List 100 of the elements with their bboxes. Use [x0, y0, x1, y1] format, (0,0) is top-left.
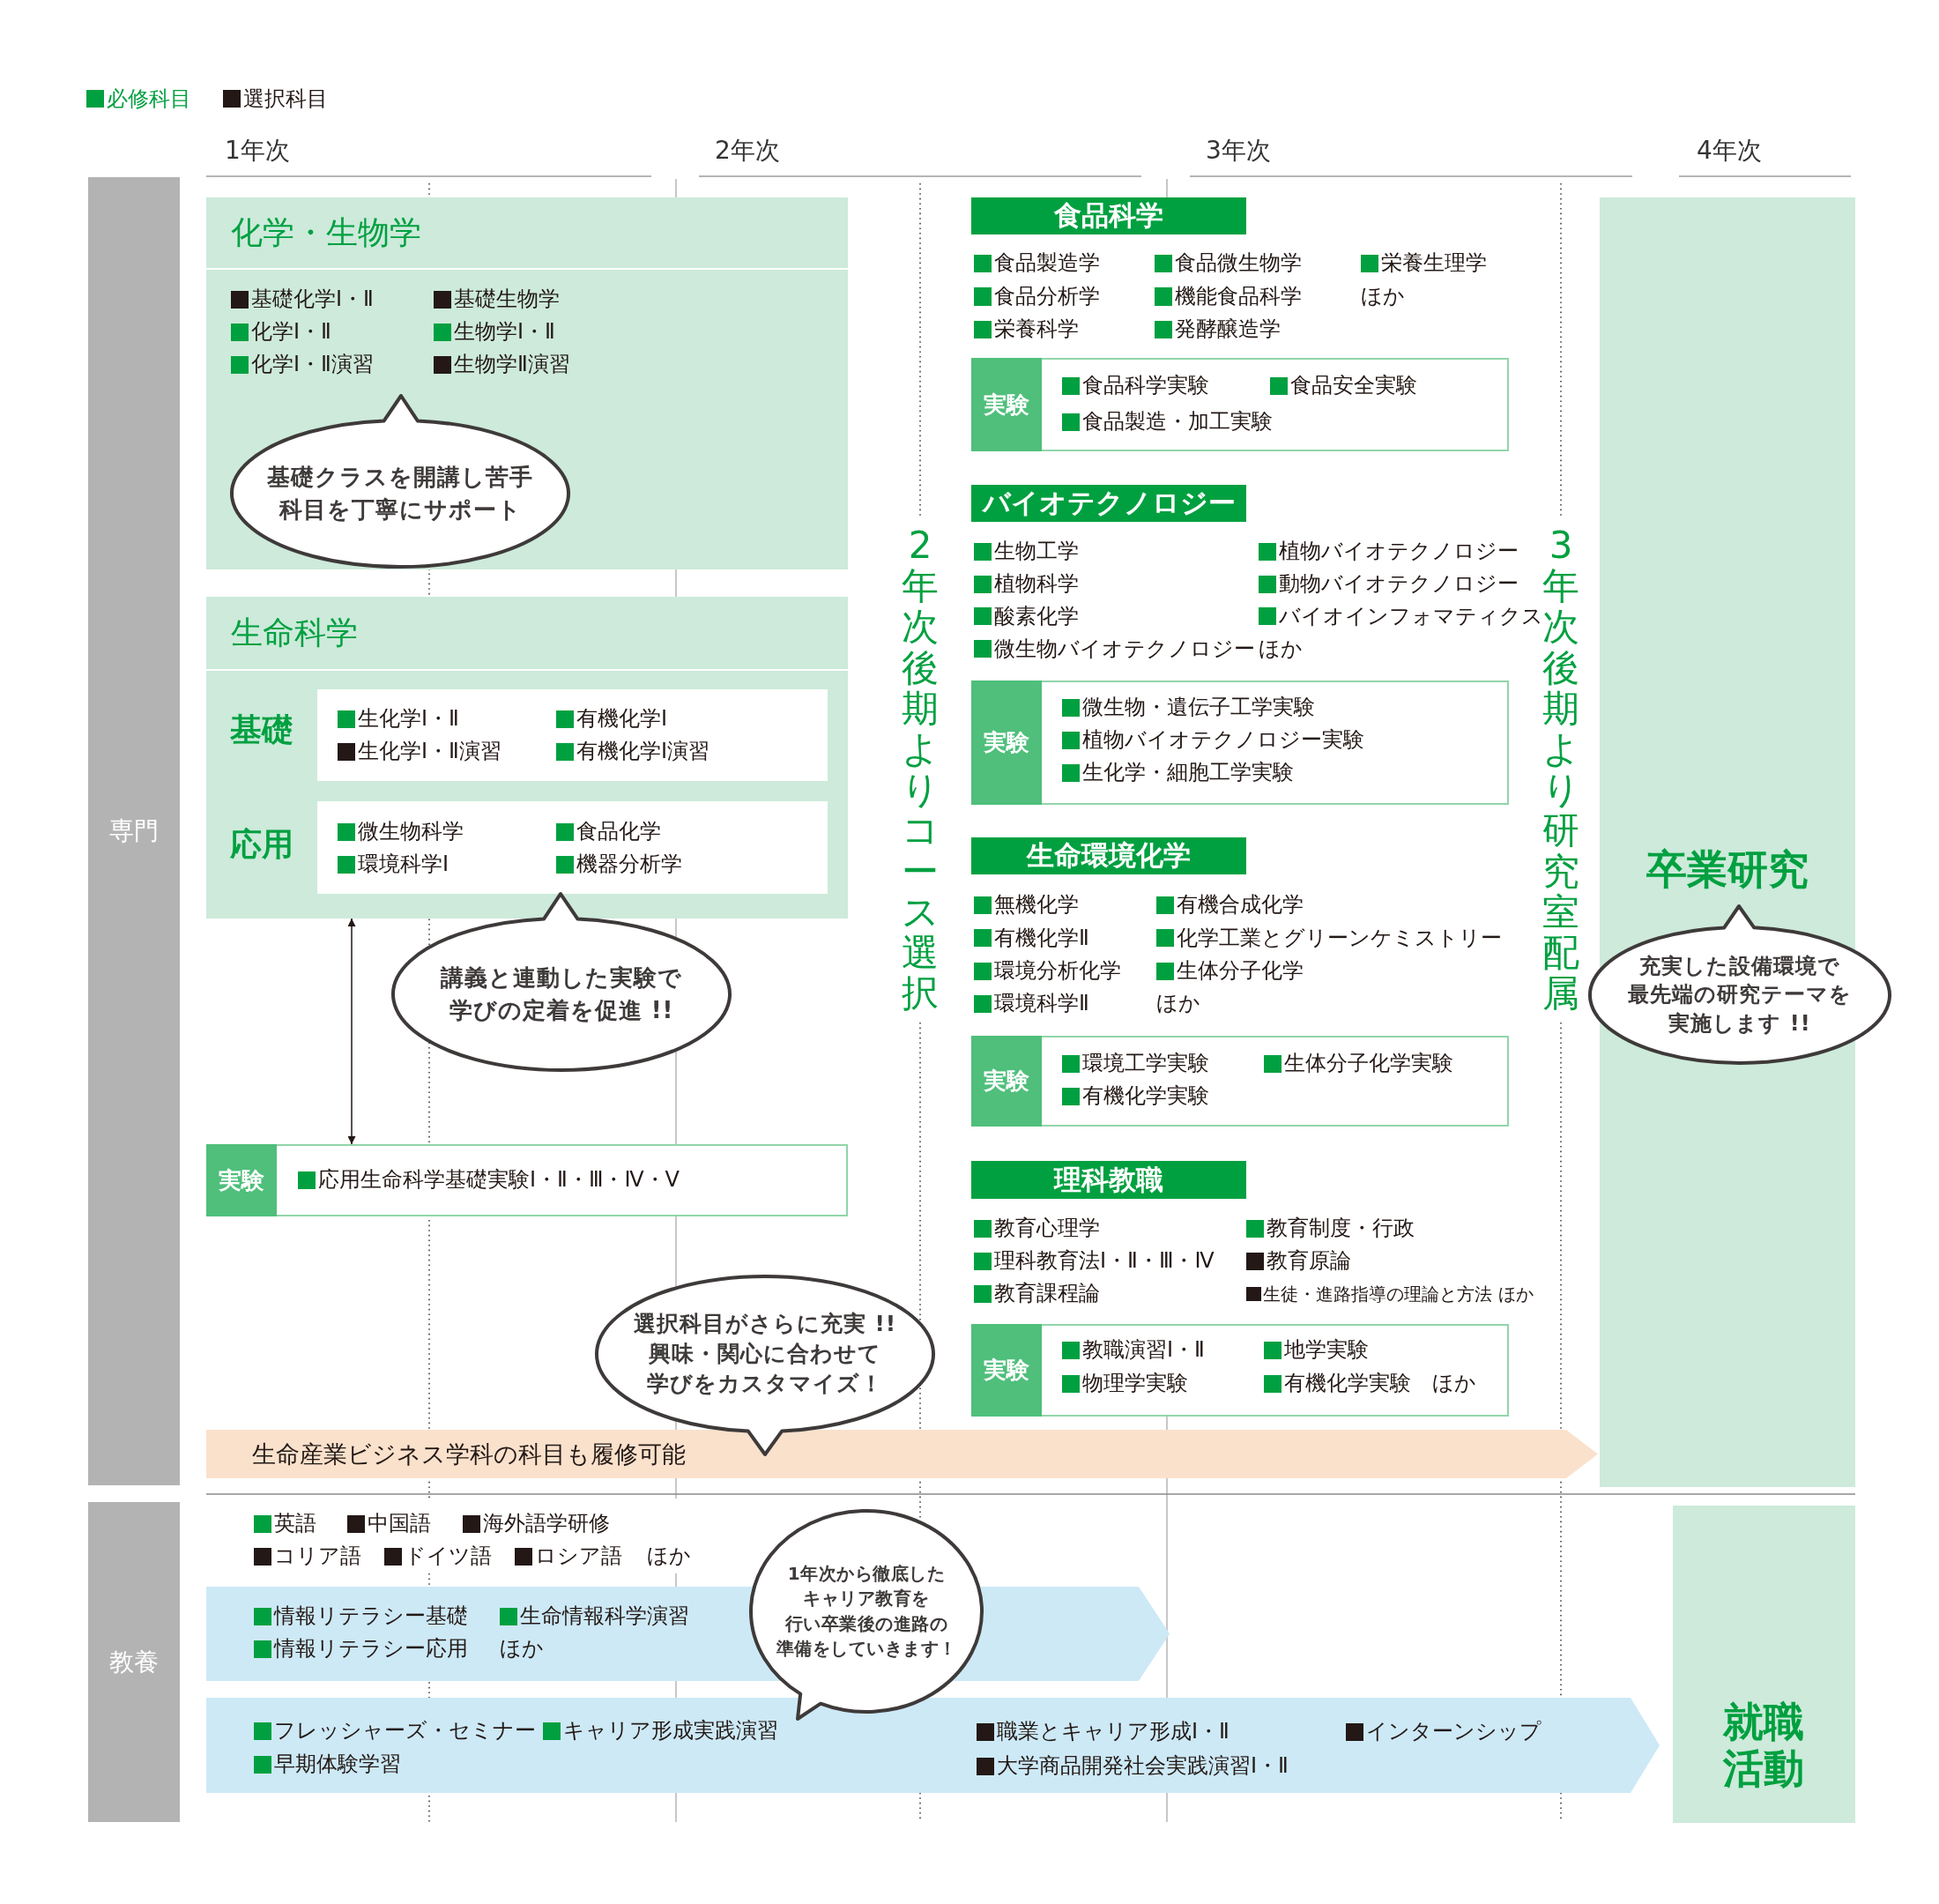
stage-panel: [1673, 1506, 1855, 1823]
course-header-band: [971, 837, 1246, 874]
lab-heading: 実験: [971, 681, 1042, 805]
band-title: 生命環境化学: [1027, 839, 1191, 873]
course-name: 有機化学実験: [1082, 1082, 1210, 1111]
course-name: 生命情報科学演習: [520, 1603, 690, 1631]
course-name: 植物科学: [994, 570, 1080, 599]
vertical-label: 2年次後期よりコース選択: [902, 525, 939, 1015]
lab-heading: 実験: [971, 1324, 1042, 1417]
course-name: 生物工学: [994, 538, 1080, 566]
course-name: 食品科学実験: [1082, 372, 1210, 400]
course-name: 教育課程論: [994, 1280, 1101, 1308]
course-name: 生化学・細胞工学実験: [1082, 759, 1295, 787]
year-label: 2年次: [715, 135, 780, 167]
legend-text: 選択科目: [243, 86, 328, 113]
course-name: 有機化学実験 ほか: [1284, 1370, 1477, 1398]
category-bar: [88, 1502, 180, 1822]
lab-panel: [971, 681, 1509, 805]
course-name: 生化学Ⅰ・Ⅱ: [358, 705, 459, 733]
course-name: 生物学Ⅱ演習: [454, 351, 570, 379]
course-header-band: [971, 1161, 1246, 1199]
course-name: 情報リテラシー基礎: [274, 1603, 469, 1631]
course-name: 生体分子化学: [1177, 957, 1304, 985]
course-name: フレッシャーズ・セミナー: [274, 1717, 537, 1745]
lab-panel: [206, 1144, 848, 1216]
course-name: 発酵醸造学: [1175, 316, 1282, 344]
lab-panel: [971, 1036, 1509, 1127]
category-bar: [88, 177, 180, 1485]
vertical-label: 3年次後期より研究室配属: [1542, 525, 1579, 1015]
course-name: 中国語: [368, 1510, 432, 1538]
course-header-band: [971, 197, 1246, 234]
course-name: 有機化学Ⅰ: [576, 705, 668, 733]
course-name: 早期体験学習: [274, 1751, 402, 1779]
course-name: 食品化学: [576, 818, 662, 846]
course-name: インターンシップ: [1366, 1718, 1542, 1746]
double-arrow: [347, 918, 356, 1145]
course-name: 地学実験: [1284, 1336, 1370, 1365]
course-name: 環境分析化学: [994, 957, 1122, 985]
course-name: ほか: [1361, 282, 1405, 310]
category-label: 専門: [109, 816, 159, 846]
course-name: 化学Ⅰ・Ⅱ: [251, 318, 331, 346]
section-panel: [206, 197, 848, 569]
course-name: 食品安全実験: [1290, 372, 1418, 400]
course-name: 大学商品開発社会実践演習Ⅰ・Ⅱ: [997, 1752, 1289, 1781]
course-name: ほか: [1156, 990, 1200, 1018]
course-name: キャリア形成実践演習: [563, 1717, 779, 1745]
course-name: 英語: [274, 1510, 317, 1538]
course-name: 機器分析学: [576, 851, 683, 879]
course-name: 基礎生物学: [454, 286, 561, 314]
course-name: 有機化学Ⅰ演習: [576, 738, 710, 766]
bubble-text: 講義と連動した実験で学びの定着を促進 !!: [439, 963, 683, 1025]
band-title: 理科教職: [1054, 1163, 1163, 1197]
course-name: 教育原論: [1267, 1247, 1352, 1276]
lab-heading: 実験: [971, 358, 1042, 451]
course-name: 生化学Ⅰ・Ⅱ演習: [358, 738, 501, 766]
subsection-title: 基礎: [230, 710, 293, 749]
course-name: ほか: [647, 1543, 691, 1571]
course-name: 海外語学研修: [483, 1510, 611, 1538]
course-name: 機能食品科学: [1175, 282, 1303, 310]
course-name: 情報リテラシー応用: [274, 1635, 469, 1663]
course-name: 職業とキャリア形成Ⅰ・Ⅱ: [997, 1718, 1230, 1746]
subsection-title: 応用: [230, 825, 293, 864]
course-name: 栄養生理学: [1381, 249, 1488, 278]
band-title: 食品科学: [1054, 199, 1163, 233]
course-name: 微生物バイオテクノロジー: [994, 635, 1256, 663]
course-name: ロシア語: [535, 1543, 623, 1571]
course-name: 物理学実験: [1082, 1370, 1189, 1398]
year-label: 3年次: [1206, 135, 1271, 167]
course-name: 教育心理学: [994, 1215, 1101, 1243]
course-name: 生物学Ⅰ・Ⅱ: [454, 318, 555, 346]
course-name: 有機合成化学: [1177, 891, 1304, 919]
section-title: 生命科学: [231, 614, 358, 652]
course-name: 食品微生物学: [1175, 249, 1303, 278]
course-name: 理科教育法Ⅰ・Ⅱ・Ⅲ・Ⅳ: [994, 1247, 1215, 1276]
course-name: 植物バイオテクノロジー実験: [1082, 726, 1365, 755]
band-title: バイオテクノロジー: [982, 487, 1236, 520]
course-name: 動物バイオテクノロジー: [1279, 570, 1519, 599]
lab-panel: [971, 358, 1509, 451]
course-name: 食品製造・加工実験: [1082, 408, 1274, 436]
course-name: ほか: [1259, 635, 1303, 663]
course-name: ドイツ語: [405, 1543, 493, 1571]
course-name: 生体分子化学実験: [1284, 1050, 1454, 1078]
lab-heading: 実験: [206, 1144, 277, 1216]
course-name: 食品分析学: [994, 282, 1101, 310]
course-name: バイオインフォマティクス: [1279, 603, 1544, 630]
bubble-text: 充実した設備環境で最先端の研究テーマを実施します !!: [1627, 953, 1853, 1038]
course-name: 生徒・進路指導の理論と方法 ほか: [1263, 1283, 1534, 1305]
course-name: 応用生命科学基礎実験Ⅰ・Ⅱ・Ⅲ・Ⅳ・Ⅴ: [318, 1166, 680, 1194]
course-name: 化学工業とグリーンケミストリー: [1177, 924, 1503, 952]
legend-text: 必修科目: [107, 86, 191, 113]
panel-title: 卒業研究: [1646, 845, 1809, 893]
course-name: 栄養科学: [994, 316, 1080, 344]
year-label: 1年次: [225, 135, 290, 167]
course-name: 生命産業ビジネス学科の科目も履修可能: [252, 1439, 686, 1470]
section-panel: [206, 597, 848, 919]
course-name: 無機化学: [994, 891, 1080, 919]
panel-title: 就職活動: [1722, 1699, 1806, 1792]
bubble-text: 1年次から徹底したキャリア教育を行い卒業後の進路の準備をしていきます！: [775, 1562, 958, 1662]
bubble-text: 選択科目がさらに充実 !!興味・関心に合わせて学びをカスタマイズ！: [632, 1310, 898, 1398]
course-name: 基礎化学Ⅰ・Ⅱ: [251, 286, 374, 314]
